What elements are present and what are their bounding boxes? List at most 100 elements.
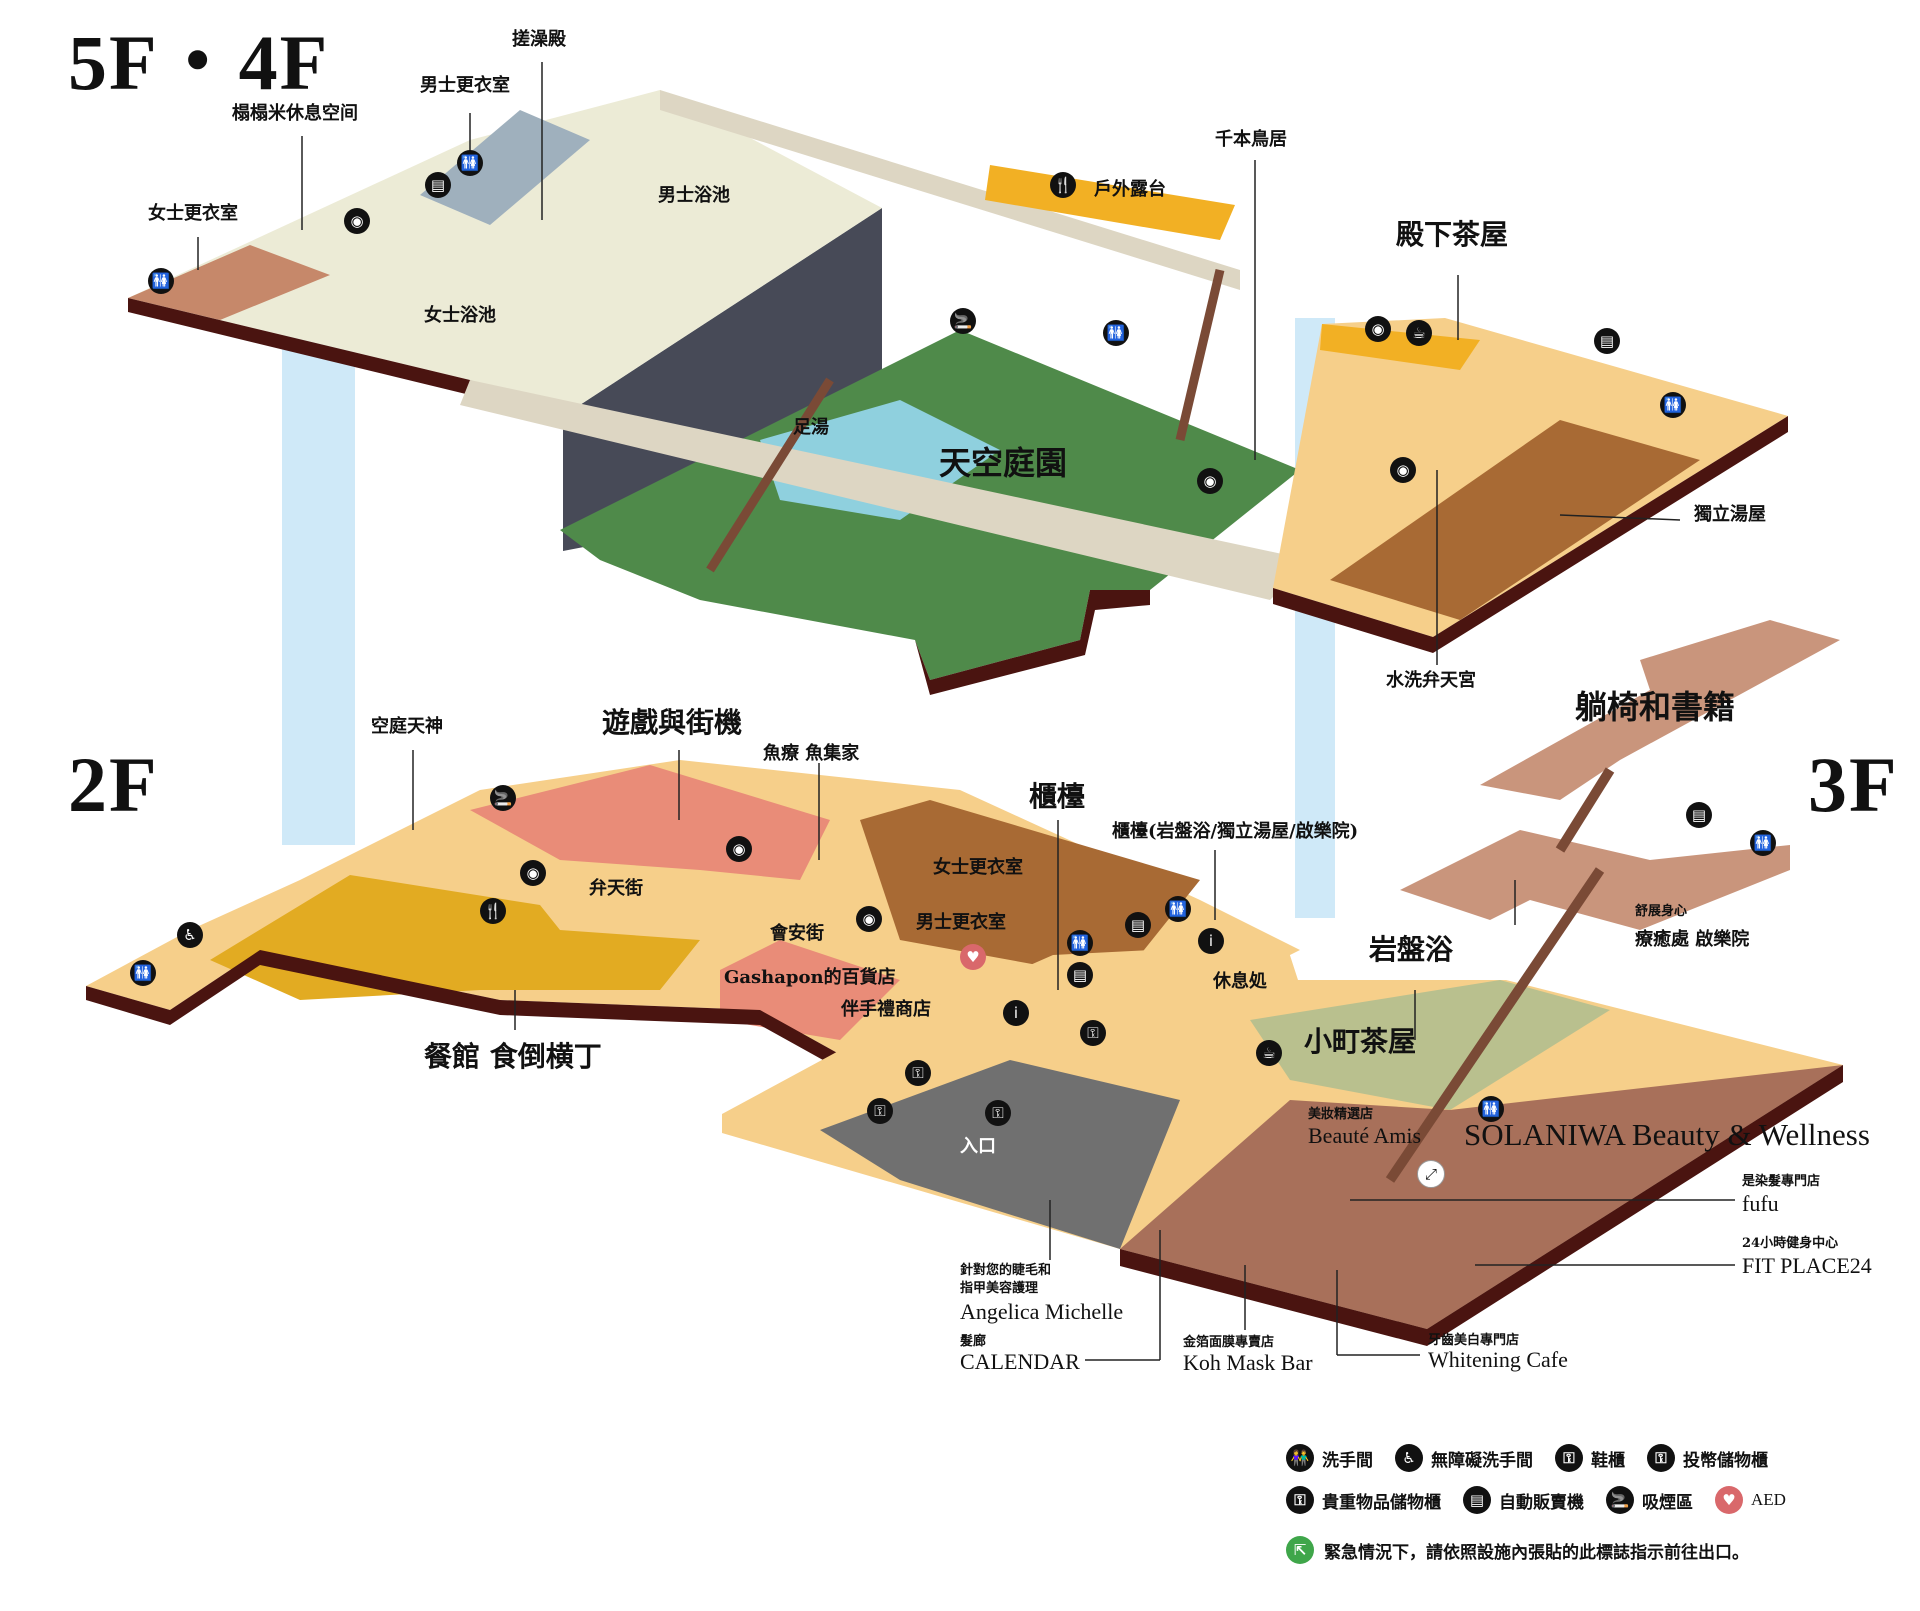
stairs-3f-upper bbox=[1555, 767, 1615, 853]
tea-house-area bbox=[1320, 324, 1480, 370]
label-tatami-rest: 榻榻米休息空间 bbox=[232, 103, 358, 124]
camera-icon: ◉ bbox=[344, 208, 370, 234]
legend-label: 鞋櫃 bbox=[1591, 1450, 1625, 1471]
restroom-icon: 🚻 bbox=[1103, 320, 1129, 346]
label-foot-bath: 足湯 bbox=[793, 417, 829, 438]
restroom-icon: 🚻 bbox=[457, 150, 483, 176]
smoking-area-icon: 🚬 bbox=[1606, 1486, 1634, 1514]
label-whitening-sub: 牙齒美白專門店 bbox=[1428, 1333, 1520, 1348]
restroom-icon: 🚻 bbox=[1165, 896, 1191, 922]
restroom-icon: 🚻 bbox=[130, 960, 156, 986]
legend-label: 無障礙洗手間 bbox=[1431, 1450, 1533, 1471]
shoe-locker-icon: ⚿ bbox=[905, 1060, 931, 1086]
legend: 👫洗手間 ♿無障礙洗手間 ⚿鞋櫃 ⚿投幣儲物櫃 ⚿貴重物品儲物櫃 ▤自動販賣機 … bbox=[1286, 1444, 1906, 1564]
label-scrub-hall: 搓澡殿 bbox=[512, 29, 566, 50]
label-restaurant: 餐館 食倒横丁 bbox=[424, 1040, 602, 1073]
label-womens-locker-2f: 女士更衣室 bbox=[933, 857, 1023, 878]
label-relax: 療癒處 啟樂院 bbox=[1635, 929, 1750, 950]
label-relax-sub: 舒展身心 bbox=[1635, 904, 1688, 919]
vending-machine-icon: ▤ bbox=[1125, 912, 1151, 938]
emergency-text: 緊急情況下，請依照設施內張貼的此標誌指示前往出口。 bbox=[1324, 1542, 1749, 1563]
stairs-4f bbox=[706, 377, 834, 573]
camera-icon: ◉ bbox=[726, 836, 752, 862]
label-komachi: 小町茶屋 bbox=[1304, 1025, 1417, 1058]
legend-row-2: ⚿貴重物品儲物櫃 ▤ 自動販賣機 🚬 吸煙區 ♥ AED bbox=[1286, 1486, 1906, 1514]
legend-label: 自動販賣機 bbox=[1499, 1492, 1584, 1513]
restroom-icon: 🚻 bbox=[148, 268, 174, 294]
coin-locker-icon: ⚿ bbox=[867, 1098, 893, 1124]
legend-row-1: 👫洗手間 ♿無障礙洗手間 ⚿鞋櫃 ⚿投幣儲物櫃 bbox=[1286, 1444, 1906, 1472]
label-benten-street: 弁天街 bbox=[589, 878, 643, 899]
label-calendar: CALENDAR bbox=[960, 1349, 1080, 1374]
bath-floor-edge bbox=[128, 298, 500, 405]
aed-icon: ♥ bbox=[1715, 1486, 1743, 1514]
smoking-area-icon: 🚬 bbox=[950, 308, 976, 334]
legend-item-shoe-locker: ⚿ 鞋櫃 bbox=[1555, 1444, 1625, 1472]
restroom-icon: 🚻 bbox=[1067, 930, 1093, 956]
vending-machine-icon: ▤ bbox=[1594, 328, 1620, 354]
legend-item-smoking-area: 🚬 吸煙區 bbox=[1606, 1486, 1693, 1514]
camera-icon: ◉ bbox=[856, 906, 882, 932]
label-entrance[interactable]: 入口 bbox=[960, 1136, 996, 1157]
aed-icon: ♥ bbox=[960, 944, 986, 970]
label-fit: FIT PLACE24 bbox=[1742, 1253, 1872, 1278]
label-huian-street: 會安街 bbox=[770, 923, 824, 944]
coin-locker-icon: ⚿ bbox=[985, 1100, 1011, 1126]
tea-icon: ☕ bbox=[1256, 1040, 1282, 1066]
legend-item-accessible-restroom: ♿無障礙洗手間 bbox=[1395, 1444, 1533, 1472]
legend-label: 吸煙區 bbox=[1642, 1492, 1693, 1513]
restroom-icon: 🚻 bbox=[1660, 392, 1686, 418]
camera-icon: ◉ bbox=[1197, 468, 1223, 494]
label-whitening: Whitening Cafe bbox=[1428, 1347, 1568, 1372]
garden-walkway bbox=[460, 380, 1310, 600]
camera-icon: ◉ bbox=[1365, 316, 1391, 342]
bath-floor-plate bbox=[128, 90, 882, 416]
label-sky-garden: 天空庭園 bbox=[939, 444, 1068, 482]
label-mens-locker-2f: 男士更衣室 bbox=[916, 912, 1006, 933]
info-icon: i bbox=[1003, 1000, 1029, 1026]
leader-lines bbox=[197, 62, 1735, 1361]
shoe-locker-icon: ⚿ bbox=[1555, 1444, 1583, 1472]
label-womens-bath: 女士浴池 bbox=[424, 305, 496, 326]
stairs-3f bbox=[1385, 867, 1605, 1183]
food-icon: 🍴 bbox=[1050, 172, 1076, 198]
restroom-icon: 🚻 bbox=[1478, 1096, 1504, 1122]
accessible-restroom-icon: ♿ bbox=[177, 922, 203, 948]
vending-machine-icon: ▤ bbox=[1067, 962, 1093, 988]
restroom-icon: 👫 bbox=[1286, 1444, 1314, 1472]
legend-label: AED bbox=[1751, 1490, 1786, 1509]
bedrock-bath-area bbox=[1250, 980, 1610, 1110]
label-fit-sub: 24小時健身中心 bbox=[1742, 1236, 1839, 1251]
upper-walkway bbox=[660, 90, 1240, 290]
label-benten-shrine: 水洗弁天宮 bbox=[1386, 670, 1476, 691]
tea-icon: ☕ bbox=[1406, 320, 1432, 346]
legend-item-valuables-locker: ⚿貴重物品儲物櫃 bbox=[1286, 1486, 1441, 1514]
label-beaute: Beauté Amis bbox=[1308, 1123, 1422, 1148]
label-rest-area: 休息処 bbox=[1213, 971, 1267, 992]
camera-icon: ◉ bbox=[1390, 457, 1416, 483]
womens-locker-area bbox=[128, 245, 330, 320]
private-bath-rooms bbox=[1330, 420, 1700, 620]
legend-item-aed: ♥ AED bbox=[1715, 1486, 1786, 1514]
label-tenjin: 空庭天神 bbox=[371, 716, 443, 737]
outdoor-terrace bbox=[985, 165, 1235, 240]
escalator-icon: ⤢ bbox=[1417, 1160, 1445, 1188]
label-mens-locker-5f: 男士更衣室 bbox=[420, 75, 510, 96]
locker-rooms-2f bbox=[860, 800, 1200, 980]
label-reception-sub: 櫃檯(岩盤浴/獨立湯屋/啟樂院) bbox=[1112, 821, 1359, 842]
sky-garden-edge bbox=[915, 590, 1150, 695]
legend-item-vending-machine: ▤ 自動販賣機 bbox=[1463, 1486, 1584, 1514]
stairs-5f bbox=[1175, 268, 1225, 442]
restroom-icon: 🚻 bbox=[1750, 830, 1776, 856]
camera-icon: ◉ bbox=[520, 860, 546, 886]
loungers-deck bbox=[1480, 620, 1840, 800]
floor-title-2f: 2F bbox=[68, 741, 159, 828]
label-outdoor-terrace: 戶外露台 bbox=[1094, 179, 1166, 200]
vending-machine-icon: ▤ bbox=[1463, 1486, 1491, 1514]
floor-title-3f: 3F bbox=[1808, 741, 1899, 828]
label-loungers: 躺椅和書籍 bbox=[1575, 688, 1736, 726]
legend-item-restroom: 👫洗手間 bbox=[1286, 1444, 1373, 1472]
label-private-baths: 獨立湯屋 bbox=[1694, 504, 1766, 525]
wellness-area bbox=[1120, 1065, 1843, 1329]
label-fish-spa: 魚療 魚集家 bbox=[763, 743, 860, 764]
